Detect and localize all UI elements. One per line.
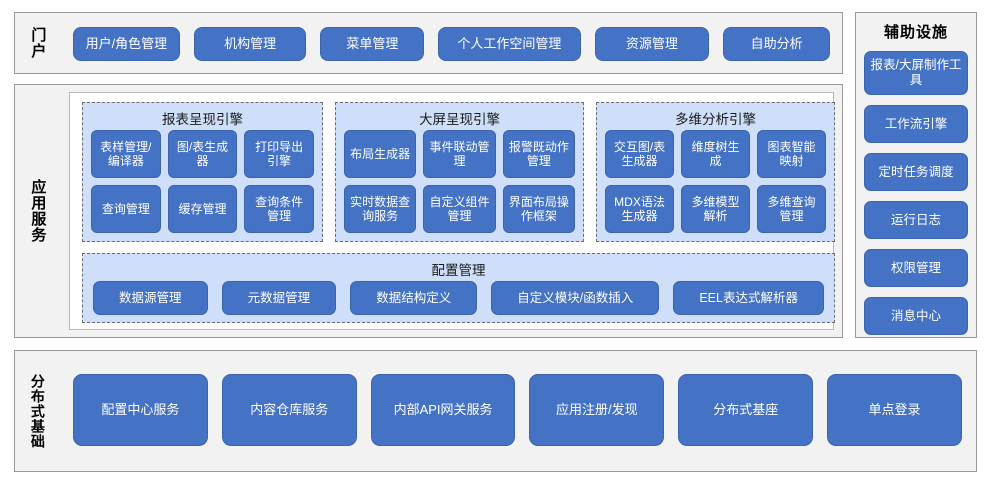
engine-bigscreen-item-alarm-action[interactable]: 报警既动作管理 (502, 130, 575, 178)
engine-bigscreen-item-layout-generator[interactable]: 布局生成器 (344, 130, 417, 178)
engine-report-item-template-editor[interactable]: 表样管理/编译器 (91, 130, 161, 178)
engine-olap-item-model-parsing[interactable]: 多维模型解析 (681, 185, 750, 233)
engine-olap-item-mdx-generator[interactable]: MDX语法生成器 (605, 185, 674, 233)
portal-item-organization[interactable]: 机构管理 (193, 27, 307, 61)
app-services-section-label: 应用服务 (15, 85, 59, 337)
distributed-item-distributed-base[interactable]: 分布式基座 (678, 374, 814, 446)
engine-bigscreen-items: 布局生成器 事件联动管理 报警既动作管理 实时数据查询服务 自定义组件管理 界面… (344, 130, 575, 233)
config-item-metadata[interactable]: 元数据管理 (221, 281, 337, 315)
portal-label-text: 门户 (29, 27, 47, 59)
distributed-item-app-registry[interactable]: 应用注册/发现 (529, 374, 665, 446)
distributed-items-row: 配置中心服务 内容仓库服务 内部API网关服务 应用注册/发现 分布式基座 单点… (73, 374, 962, 446)
portal-band: 门户 用户/角色管理 机构管理 菜单管理 个人工作空间管理 资源管理 自助分析 (14, 12, 843, 74)
distributed-label-text: 分布式基础 (29, 373, 46, 449)
aux-item-runtime-log[interactable]: 运行日志 (864, 201, 968, 239)
engine-bigscreen-title: 大屏呈现引擎 (419, 112, 500, 127)
portal-item-menu[interactable]: 菜单管理 (320, 27, 425, 61)
config-item-datasource[interactable]: 数据源管理 (93, 281, 208, 315)
app-services-band: 应用服务 报表呈现引擎 表样管理/编译器 图/表生成器 打印导出引擎 查询管理 … (14, 84, 843, 338)
aux-item-report-bigscreen-tool[interactable]: 报表/大屏制作工具 (864, 51, 968, 95)
aux-item-scheduled-task[interactable]: 定时任务调度 (864, 153, 968, 191)
portal-section-label: 门户 (15, 13, 59, 73)
portal-items-row: 用户/角色管理 机构管理 菜单管理 个人工作空间管理 资源管理 自助分析 (73, 27, 830, 61)
portal-item-user-role[interactable]: 用户/角色管理 (73, 27, 180, 61)
engine-bigscreen-item-custom-component[interactable]: 自定义组件管理 (423, 185, 496, 233)
engine-olap-items: 交互图/表生成器 维度树生成 图表智能映射 MDX语法生成器 多维模型解析 多维… (605, 130, 826, 233)
aux-item-permission-management[interactable]: 权限管理 (864, 249, 968, 287)
engine-olap-item-interactive-chart-generator[interactable]: 交互图/表生成器 (605, 130, 674, 178)
app-services-inner-card: 报表呈现引擎 表样管理/编译器 图/表生成器 打印导出引擎 查询管理 缓存管理 … (69, 92, 835, 330)
distributed-item-api-gateway[interactable]: 内部API网关服务 (370, 374, 516, 446)
engine-report-items: 表样管理/编译器 图/表生成器 打印导出引擎 查询管理 缓存管理 查询条件管理 (91, 130, 314, 233)
portal-item-self-analysis[interactable]: 自助分析 (723, 27, 830, 61)
engine-report-item-query-condition[interactable]: 查询条件管理 (244, 185, 314, 233)
config-item-data-structure[interactable]: 数据结构定义 (350, 281, 478, 315)
config-item-custom-module-function[interactable]: 自定义模块/函数插入 (491, 281, 660, 315)
engine-group-bigscreen: 大屏呈现引擎 布局生成器 事件联动管理 报警既动作管理 实时数据查询服务 自定义… (335, 102, 584, 242)
distributed-item-config-center[interactable]: 配置中心服务 (73, 374, 208, 446)
portal-item-workspace[interactable]: 个人工作空间管理 (438, 27, 581, 61)
engine-group-report: 报表呈现引擎 表样管理/编译器 图/表生成器 打印导出引擎 查询管理 缓存管理 … (82, 102, 323, 242)
engine-report-item-cache-management[interactable]: 缓存管理 (167, 185, 238, 233)
engine-bigscreen-item-ui-layout-framework[interactable]: 界面布局操作框架 (502, 185, 575, 233)
engine-report-title: 报表呈现引擎 (162, 112, 243, 127)
config-management-group: 配置管理 数据源管理 元数据管理 数据结构定义 自定义模块/函数插入 EEL表达… (82, 253, 835, 323)
aux-item-message-center[interactable]: 消息中心 (864, 297, 968, 335)
distributed-section-label: 分布式基础 (15, 351, 59, 471)
aux-item-workflow-engine[interactable]: 工作流引擎 (864, 105, 968, 143)
aux-sidebar-title: 辅助设施 (883, 24, 948, 41)
config-item-eel-expression-parser[interactable]: EEL表达式解析器 (673, 281, 824, 315)
config-management-items: 数据源管理 元数据管理 数据结构定义 自定义模块/函数插入 EEL表达式解析器 (93, 281, 824, 315)
config-management-title: 配置管理 (431, 263, 486, 278)
portal-item-resource[interactable]: 资源管理 (594, 27, 710, 61)
engine-bigscreen-item-realtime-query[interactable]: 实时数据查询服务 (344, 185, 417, 233)
engine-group-olap: 多维分析引擎 交互图/表生成器 维度树生成 图表智能映射 MDX语法生成器 多维… (596, 102, 835, 242)
aux-sidebar-band: 辅助设施 报表/大屏制作工具 工作流引擎 定时任务调度 运行日志 权限管理 消息… (855, 12, 977, 338)
engine-olap-item-chart-smart-mapping[interactable]: 图表智能映射 (757, 130, 826, 178)
engine-olap-item-dimension-tree[interactable]: 维度树生成 (681, 130, 750, 178)
engine-bigscreen-item-event-linkage[interactable]: 事件联动管理 (423, 130, 496, 178)
distributed-band: 分布式基础 配置中心服务 内容仓库服务 内部API网关服务 应用注册/发现 分布… (14, 350, 977, 472)
distributed-item-content-repo[interactable]: 内容仓库服务 (221, 374, 357, 446)
engine-olap-item-multidim-query[interactable]: 多维查询管理 (757, 185, 826, 233)
engine-report-item-print-export[interactable]: 打印导出引擎 (244, 130, 314, 178)
app-services-label-text: 应用服务 (29, 179, 47, 243)
distributed-item-sso[interactable]: 单点登录 (827, 374, 962, 446)
engine-olap-title: 多维分析引擎 (675, 112, 756, 127)
engine-report-item-query-management[interactable]: 查询管理 (91, 185, 161, 233)
aux-sidebar-items: 报表/大屏制作工具 工作流引擎 定时任务调度 运行日志 权限管理 消息中心 (864, 51, 968, 335)
engine-report-item-chart-table-generator[interactable]: 图/表生成器 (167, 130, 238, 178)
